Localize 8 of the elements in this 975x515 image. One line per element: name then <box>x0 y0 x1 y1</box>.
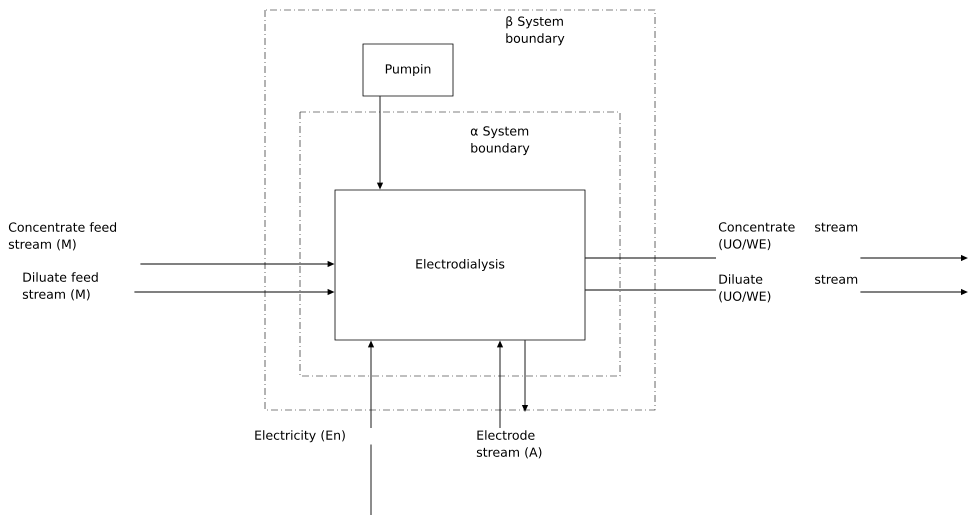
process-box: Electrodialysis <box>334 190 586 340</box>
stream-label: Diluate feed stream (M) <box>22 272 98 300</box>
process-box: Pumpin <box>362 44 454 96</box>
stream-label: Electricity (En) <box>255 430 345 442</box>
stream-label: Electrode stream (A) <box>476 430 542 458</box>
stream-label: Diluate stream (UO/WE) <box>719 274 858 302</box>
stream-label: Concentrate stream (UO/WE) <box>718 222 858 250</box>
stream-label: Concentrate feed stream (M) <box>8 222 116 250</box>
